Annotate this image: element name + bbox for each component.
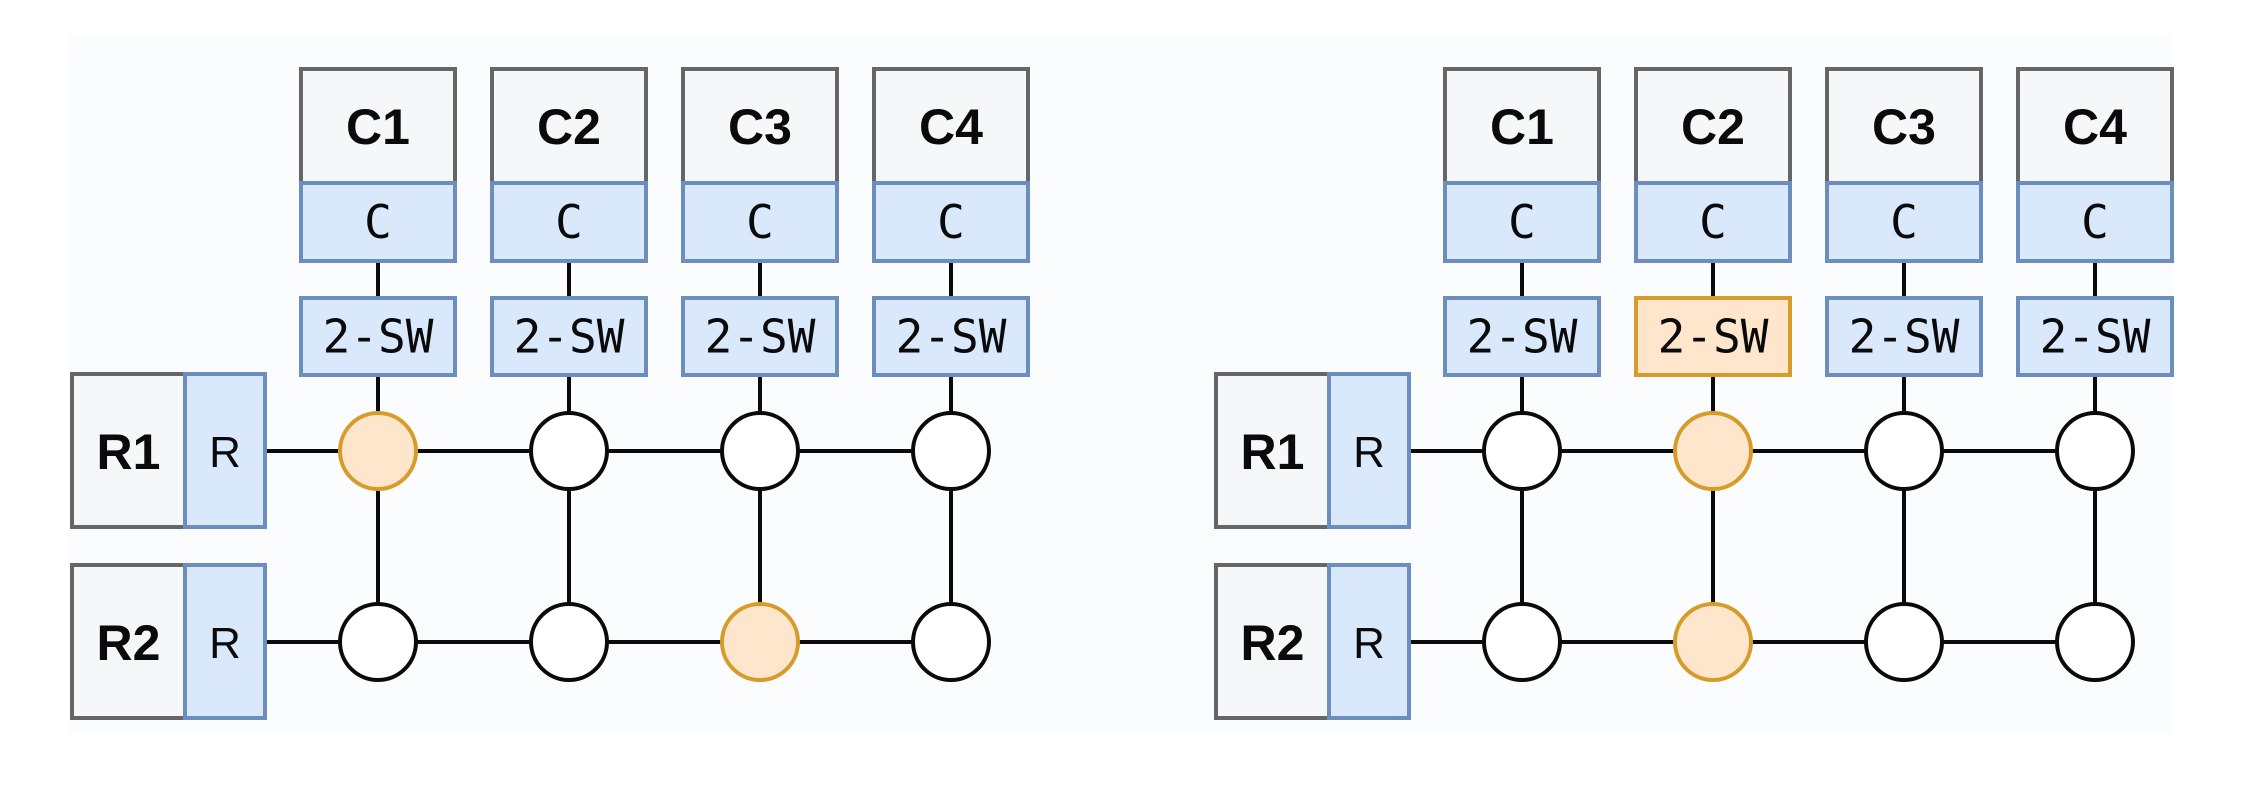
row-controller-label: R: [209, 619, 241, 668]
switch-label: 2-SW: [1849, 310, 1960, 364]
row-r2: R2 R: [70, 563, 991, 720]
row-controller-box: [1327, 372, 1411, 529]
row-controller-box: [183, 372, 267, 529]
column-header-label: C2: [537, 99, 601, 155]
crosspoint-node-r1-c3: [720, 411, 800, 491]
column-header-label: C4: [919, 99, 983, 155]
column-header-label: C1: [346, 99, 410, 155]
column-header-box: [2016, 67, 2174, 185]
column-header-box: [872, 67, 1030, 185]
column-header-box: [490, 67, 648, 185]
switch-label: 2-SW: [1658, 310, 1769, 364]
row-header-label: R2: [97, 615, 161, 671]
switch-label: 2-SW: [1467, 310, 1578, 364]
column-c3: C3C 2-SW: [681, 67, 839, 377]
crosspoint-node-r1-c4: [911, 411, 991, 491]
crosspoint-node-r1-c1: [1482, 411, 1562, 491]
switch-box: [490, 296, 648, 377]
column-controller-box: [1634, 181, 1792, 263]
column-controller-box: [872, 181, 1030, 263]
switch-label: 2-SW: [514, 310, 625, 364]
column-controller-label: C: [364, 195, 392, 249]
column-header-box: [1634, 67, 1792, 185]
switch-box-highlighted: [1634, 296, 1792, 377]
row-header-box: [70, 563, 187, 720]
column-controller-box: [490, 181, 648, 263]
row-controller-label: R: [1353, 619, 1385, 668]
row-controller-box: [1327, 563, 1411, 720]
column-controller-label: C: [1890, 195, 1918, 249]
row-header-label: R2: [1241, 615, 1305, 671]
column-c1: C1C 2-SW: [299, 67, 457, 377]
crosspoint-node-r1-c3: [1864, 411, 1944, 491]
column-c4: C4C 2-SW: [872, 67, 1030, 377]
crosspoint-node-r2-c3: [1864, 602, 1944, 682]
column-controller-label: C: [1699, 195, 1727, 249]
column-controller-box: [2016, 181, 2174, 263]
crosspoint-node-r1-c2: [529, 411, 609, 491]
column-header-box: [299, 67, 457, 185]
switch-box: [2016, 296, 2174, 377]
row-r1: R1 R: [1214, 372, 2135, 529]
column-controller-box: [299, 181, 457, 263]
column-controller-label: C: [1508, 195, 1536, 249]
column-controller-box: [1825, 181, 1983, 263]
column-controller-label: C: [937, 195, 965, 249]
crosspoint-node-r2-c1: [1482, 602, 1562, 682]
column-header-label: C4: [2063, 99, 2127, 155]
row-controller-label: R: [1353, 428, 1385, 477]
crosspoint-node-r2-c1: [338, 602, 418, 682]
switch-label: 2-SW: [323, 310, 434, 364]
crosspoint-node-r2-c4: [911, 602, 991, 682]
column-header-label: C3: [1872, 99, 1936, 155]
switch-box: [872, 296, 1030, 377]
row-header-label: R1: [97, 424, 161, 480]
column-controller-box: [1443, 181, 1601, 263]
row-r1: R1 R: [70, 372, 991, 529]
switch-box: [681, 296, 839, 377]
switch-box: [1443, 296, 1601, 377]
column-header-label: C3: [728, 99, 792, 155]
crosspoint-node-highlighted-r2-c2: [1673, 602, 1753, 682]
column-controller-label: C: [2081, 195, 2109, 249]
column-controller-box: [681, 181, 839, 263]
row-controller-label: R: [209, 428, 241, 477]
switch-label: 2-SW: [2040, 310, 2151, 364]
crosspoint-node-highlighted-r2-c3: [720, 602, 800, 682]
switch-box: [1825, 296, 1983, 377]
row-r2: R2 R: [1214, 563, 2135, 720]
column-c1: C1C 2-SW: [1443, 67, 1601, 377]
row-controller-box: [183, 563, 267, 720]
column-header-label: C1: [1490, 99, 1554, 155]
column-controller-label: C: [746, 195, 774, 249]
column-c2: C2C 2-SW: [1634, 67, 1792, 377]
switch-box: [299, 296, 457, 377]
crosspoint-node-highlighted-r1-c2: [1673, 411, 1753, 491]
switch-label: 2-SW: [705, 310, 816, 364]
column-c2: C2C 2-SW: [490, 67, 648, 377]
crosspoint-node-r2-c2: [529, 602, 609, 682]
crosspoint-node-highlighted-r1-c1: [338, 411, 418, 491]
crosspoint-node-r2-c4: [2055, 602, 2135, 682]
column-header-box: [681, 67, 839, 185]
column-c4: C4C 2-SW: [2016, 67, 2174, 377]
column-header-box: [1825, 67, 1983, 185]
crosspoint-node-r1-c4: [2055, 411, 2135, 491]
column-controller-label: C: [555, 195, 583, 249]
row-header-label: R1: [1241, 424, 1305, 480]
column-c3: C3C 2-SW: [1825, 67, 1983, 377]
switch-label: 2-SW: [896, 310, 1007, 364]
column-header-label: C2: [1681, 99, 1745, 155]
